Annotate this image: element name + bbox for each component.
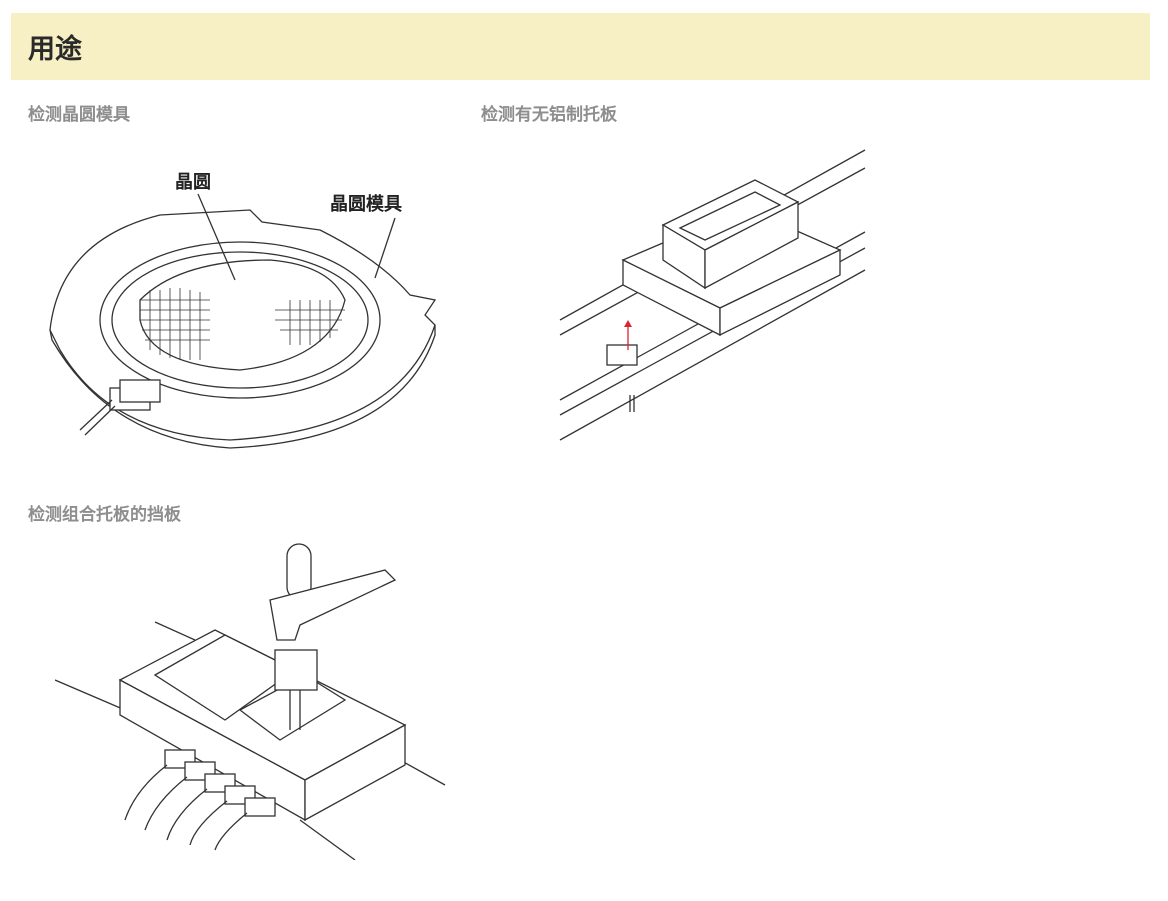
section-title: 用途	[28, 34, 82, 65]
application-label-aluminum-pallet: 检测有无铝制托板	[481, 105, 617, 125]
aluminum-pallet-illustration	[559, 149, 866, 441]
application-label-pallet-stopper: 检测组合托板的挡板	[28, 505, 181, 525]
section-header: 用途	[11, 13, 1150, 80]
wafer-jig-illustration: 晶圆 晶圆模具	[49, 172, 437, 449]
pallet-stopper-illustration	[55, 543, 446, 860]
application-label-wafer-jig: 检测晶圆模具	[28, 105, 130, 125]
callout-wafer: 晶圆	[175, 172, 211, 193]
callout-wafer-jig: 晶圆模具	[330, 193, 402, 215]
